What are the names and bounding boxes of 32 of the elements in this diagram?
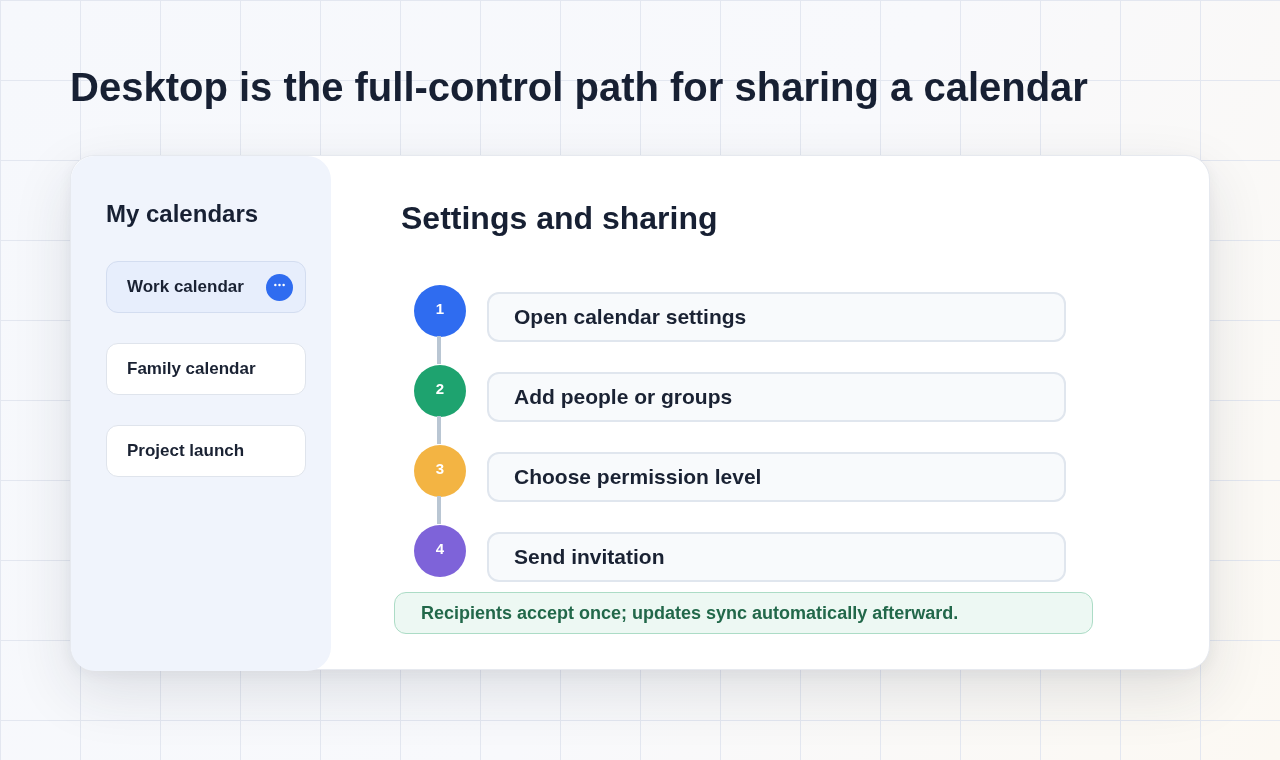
calendar-name: Work calendar: [127, 276, 244, 298]
step-text: Send invitation: [514, 544, 665, 570]
step-card: [487, 452, 1066, 502]
step-number-circle: [414, 525, 466, 577]
calendar-list-item: [106, 425, 306, 477]
step-number: 1: [435, 300, 445, 318]
step-number: 2: [435, 380, 445, 398]
step-card: [487, 372, 1066, 422]
step-text: Add people or groups: [514, 384, 733, 410]
connector-line: [437, 496, 441, 524]
page-title: Desktop is the full-control path for sharing a calendar: [70, 64, 1088, 111]
settings-card: [70, 155, 1210, 670]
sidebar-panel: [71, 156, 331, 671]
note-text: Recipients accept once; updates sync automatically afterward.: [421, 602, 959, 624]
connector-line: [437, 336, 441, 364]
step-number: 4: [435, 540, 445, 558]
connector-line: [437, 416, 441, 444]
calendar-name: Family calendar: [127, 358, 256, 380]
step-text: Open calendar settings: [514, 304, 747, 330]
sidebar-heading: My calendars: [106, 199, 259, 229]
step-text: Choose permission level: [514, 464, 762, 490]
step-number-circle: [414, 445, 466, 497]
calendar-name: Project launch: [127, 440, 245, 462]
step-card: [487, 532, 1066, 582]
step-number: 3: [435, 460, 445, 478]
calendar-list-item: [106, 343, 306, 395]
step-number-circle: [414, 285, 466, 337]
section-heading: Settings and sharing: [401, 199, 718, 237]
calendar-list-item: [106, 261, 306, 313]
step-number-circle: [414, 365, 466, 417]
note-banner: [394, 592, 1093, 634]
step-card: [487, 292, 1066, 342]
